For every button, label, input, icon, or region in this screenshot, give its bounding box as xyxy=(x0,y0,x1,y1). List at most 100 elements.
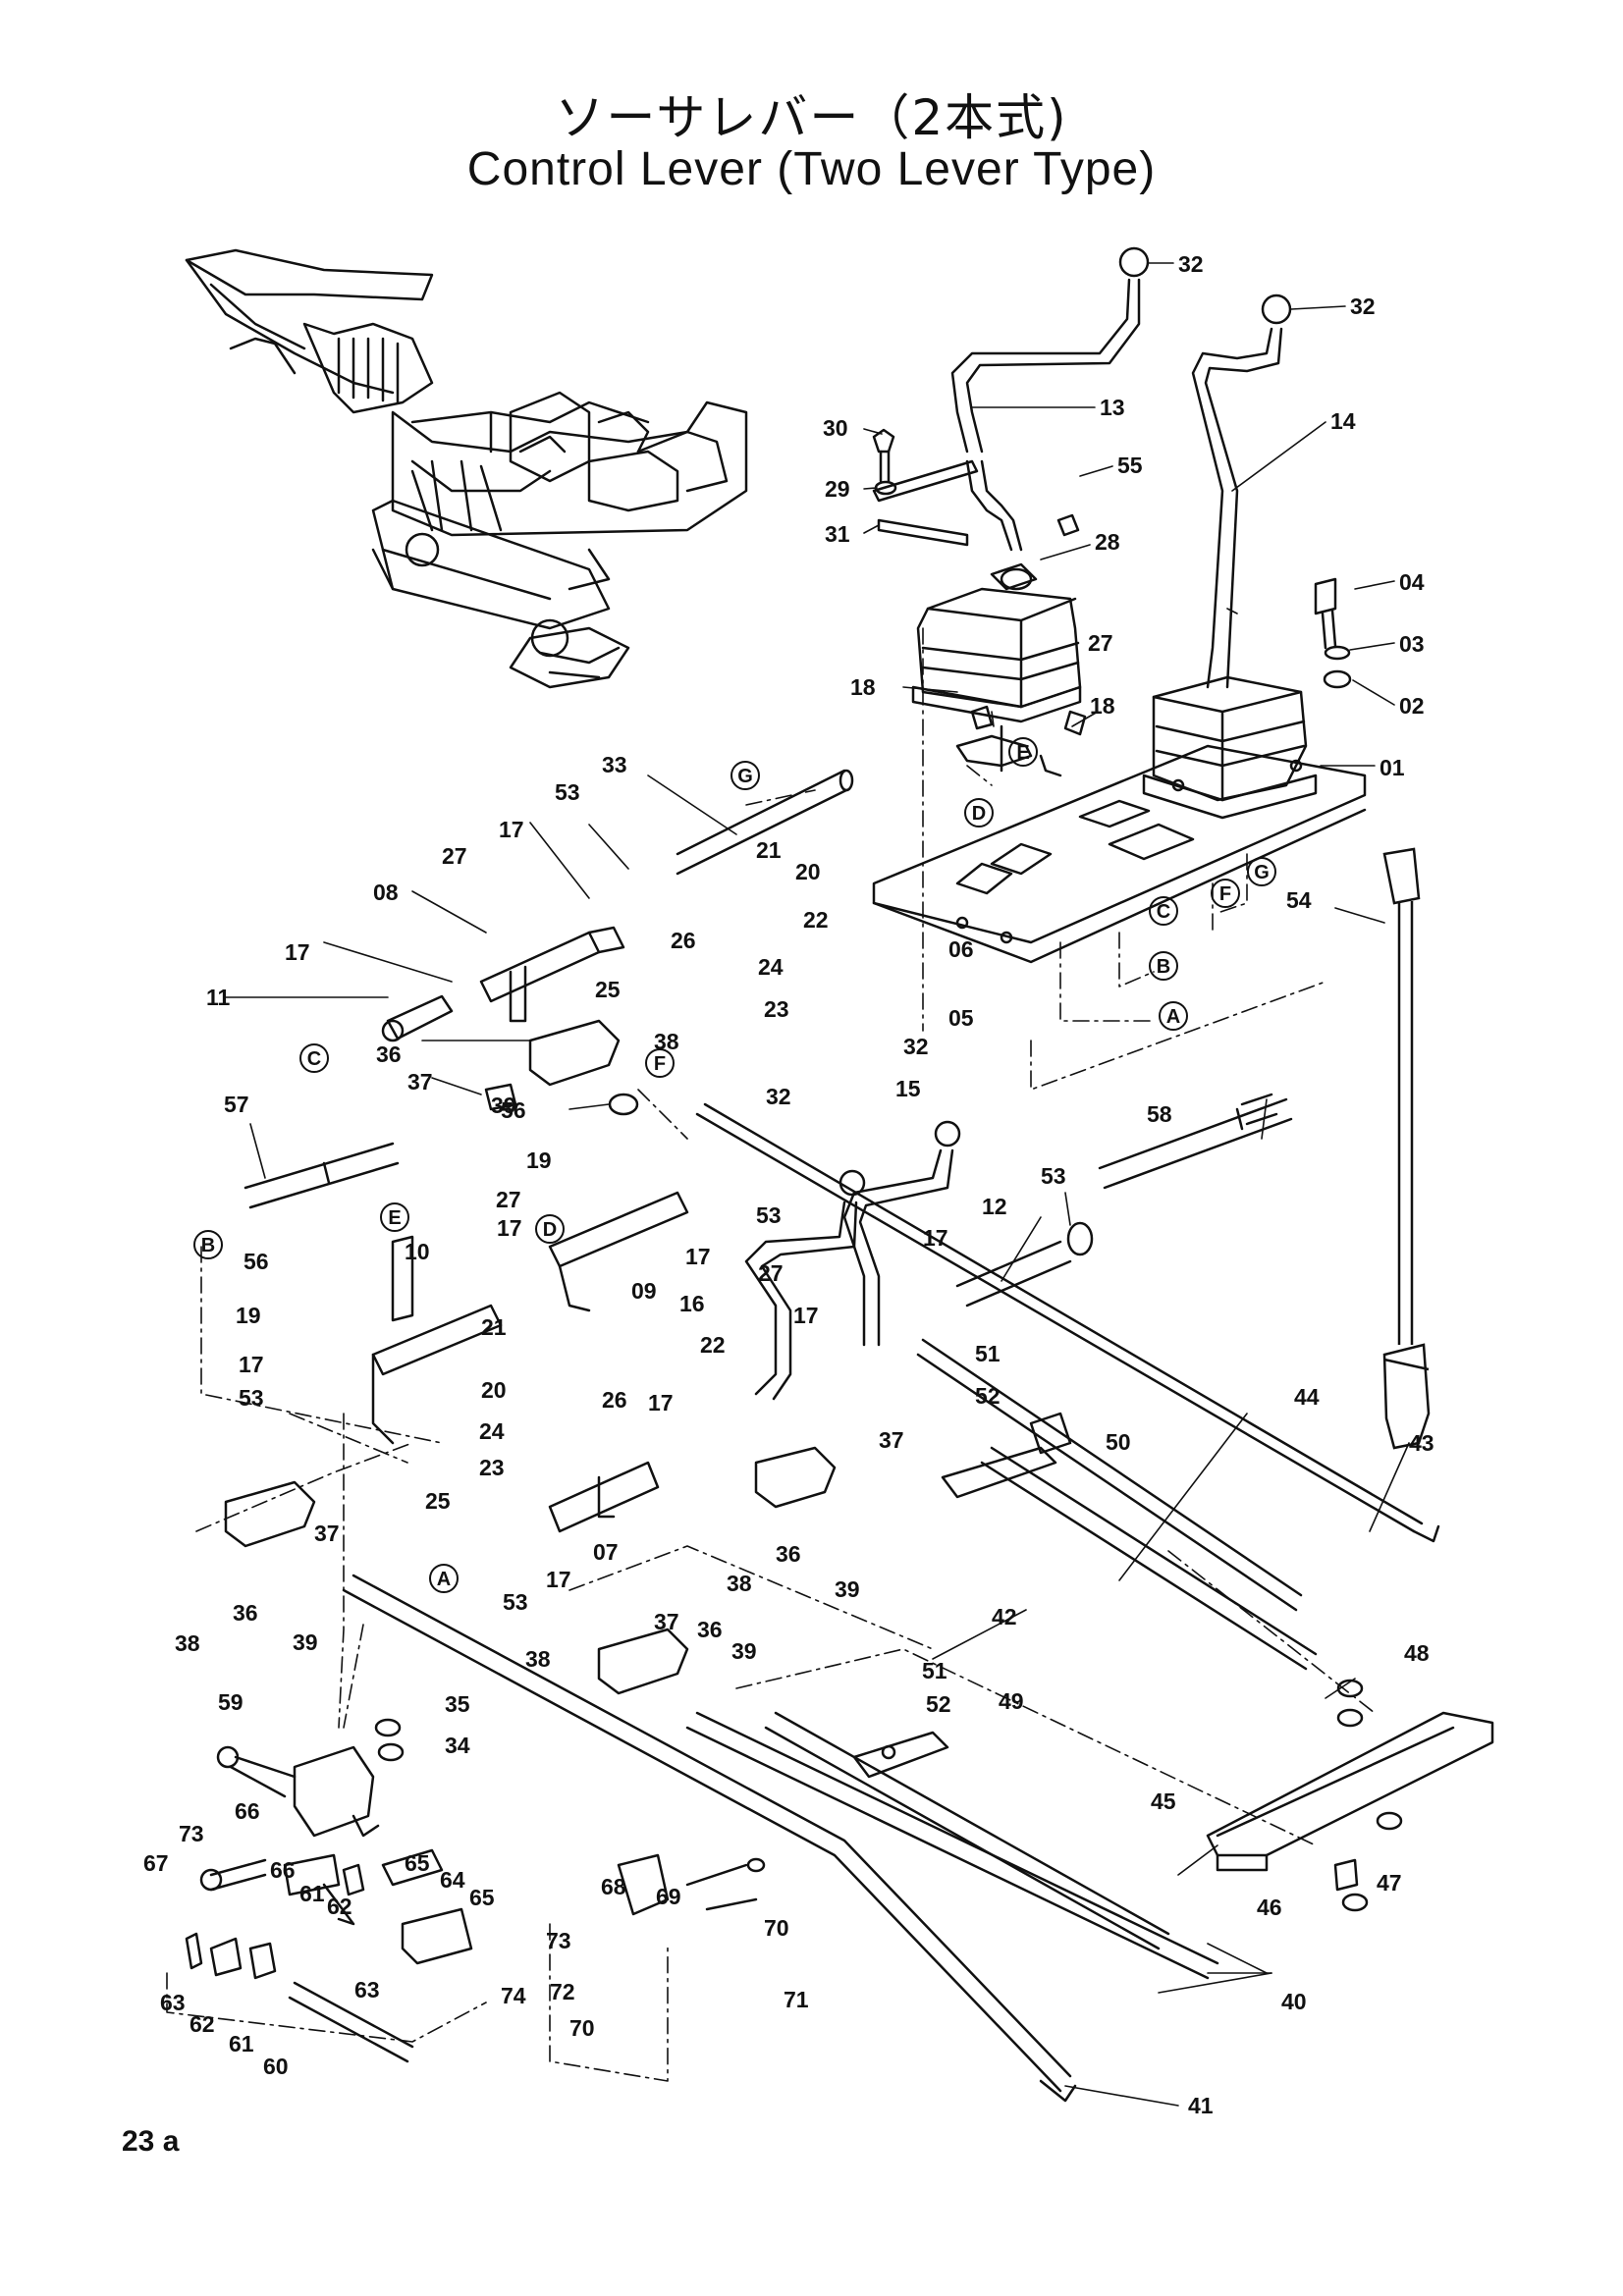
part-label: 36 xyxy=(376,1041,402,1067)
ref-marker: D xyxy=(964,798,994,828)
part-label: 71 xyxy=(784,1987,809,2012)
part-label: 17 xyxy=(285,939,310,965)
part-label: 53 xyxy=(756,1202,782,1228)
svg-text:F: F xyxy=(654,1053,666,1075)
part-label: 69 xyxy=(656,1884,681,1909)
part-label: 18 xyxy=(850,674,876,700)
part-label: 67 xyxy=(143,1850,169,1876)
part-label: 25 xyxy=(595,977,621,1002)
middle-linkage xyxy=(224,769,1494,2103)
part-label: 12 xyxy=(982,1194,1007,1219)
part-label: 37 xyxy=(879,1427,904,1453)
part-label: 09 xyxy=(631,1278,657,1304)
part-label: 37 xyxy=(314,1521,340,1546)
svg-text:F: F xyxy=(1219,883,1231,905)
part-label: 15 xyxy=(895,1076,921,1101)
part-label: 17 xyxy=(793,1303,819,1328)
part-label: 66 xyxy=(270,1857,296,1883)
part-label: 21 xyxy=(481,1314,507,1340)
part-label: 08 xyxy=(373,880,399,905)
ref-marker: G xyxy=(1247,857,1276,886)
part-label: 19 xyxy=(236,1303,261,1328)
part-label: 27 xyxy=(496,1187,521,1212)
ref-marker: E xyxy=(1008,737,1038,767)
title-english: Control Lever (Two Lever Type) xyxy=(466,143,1157,195)
part-label: 45 xyxy=(1151,1789,1176,1814)
part-label: 18 xyxy=(1090,693,1115,719)
part-label: 61 xyxy=(229,2031,254,2056)
part-label: 19 xyxy=(526,1148,552,1173)
part-label: 53 xyxy=(239,1385,264,1411)
svg-text:E: E xyxy=(388,1207,401,1229)
part-label: 28 xyxy=(1095,529,1120,555)
part-label: 50 xyxy=(1106,1429,1131,1455)
part-label: 24 xyxy=(758,954,784,980)
part-label: 17 xyxy=(685,1244,711,1269)
part-label: 55 xyxy=(1117,453,1143,478)
svg-text:D: D xyxy=(972,803,986,825)
part-label: 26 xyxy=(602,1387,627,1413)
part-label: 32 xyxy=(1178,251,1204,277)
part-label: 32 xyxy=(766,1084,791,1109)
part-label: 62 xyxy=(189,2011,215,2037)
part-label: 57 xyxy=(224,1092,249,1117)
part-label: 36 xyxy=(776,1541,801,1567)
part-label: 20 xyxy=(481,1377,507,1403)
title-japanese: ソーサレバー（2本式) xyxy=(555,89,1068,146)
part-label: 01 xyxy=(1380,755,1405,780)
part-label: 52 xyxy=(975,1383,1001,1409)
part-label: 02 xyxy=(1399,693,1425,719)
part-label: 58 xyxy=(1147,1101,1172,1127)
part-label: 63 xyxy=(354,1977,380,2002)
part-label: 70 xyxy=(764,1915,789,1941)
part-label: 38 xyxy=(727,1571,752,1596)
part-label: 39 xyxy=(731,1638,757,1664)
part-label: 37 xyxy=(654,1609,679,1634)
page-number: 23 a xyxy=(122,2125,180,2158)
part-label: 52 xyxy=(926,1691,951,1717)
part-label: 21 xyxy=(756,837,782,863)
part-label: 53 xyxy=(555,779,580,805)
handle-54 xyxy=(1382,847,1431,1450)
part-label: 31 xyxy=(825,521,850,547)
part-label: 24 xyxy=(479,1418,505,1444)
part-label: 26 xyxy=(671,928,696,953)
part-label: 16 xyxy=(679,1291,705,1316)
svg-text:C: C xyxy=(307,1048,321,1070)
part-label: 66 xyxy=(235,1798,260,1824)
part-label: 17 xyxy=(648,1390,674,1415)
part-label: 17 xyxy=(497,1215,522,1241)
part-label: 38 xyxy=(525,1646,551,1672)
part-label: 68 xyxy=(601,1874,626,1899)
leader-lines xyxy=(225,262,1410,2107)
part-label: 39 xyxy=(491,1093,516,1118)
ref-marker: B xyxy=(1149,951,1178,981)
part-label: 59 xyxy=(218,1689,243,1715)
ref-marker: C xyxy=(1149,896,1178,926)
part-label: 17 xyxy=(546,1567,571,1592)
part-label: 17 xyxy=(499,817,524,842)
ref-marker: A xyxy=(1159,1001,1188,1031)
excavator-illustration xyxy=(185,248,748,689)
part-label: 61 xyxy=(299,1881,325,1906)
ref-marker: B xyxy=(193,1230,223,1259)
part-label: 51 xyxy=(922,1658,947,1683)
part-label: 35 xyxy=(445,1691,470,1717)
svg-text:C: C xyxy=(1157,901,1170,923)
part-label: 42 xyxy=(992,1604,1017,1629)
part-label: 36 xyxy=(697,1617,723,1642)
part-label: 39 xyxy=(293,1629,318,1655)
part-label: 25 xyxy=(425,1488,451,1514)
svg-text:A: A xyxy=(437,1569,451,1590)
part-label: 72 xyxy=(550,1979,575,2004)
reference-lines xyxy=(166,627,1376,2082)
part-label: 13 xyxy=(1100,395,1125,420)
part-label: 38 xyxy=(175,1630,200,1656)
svg-text:A: A xyxy=(1166,1006,1180,1028)
part-label: 38 xyxy=(654,1029,679,1054)
part-label: 53 xyxy=(1041,1163,1066,1189)
ref-marker: F xyxy=(1211,879,1240,908)
part-label: 23 xyxy=(764,996,789,1022)
part-label: 14 xyxy=(1330,408,1356,434)
part-label: 27 xyxy=(1088,630,1113,656)
